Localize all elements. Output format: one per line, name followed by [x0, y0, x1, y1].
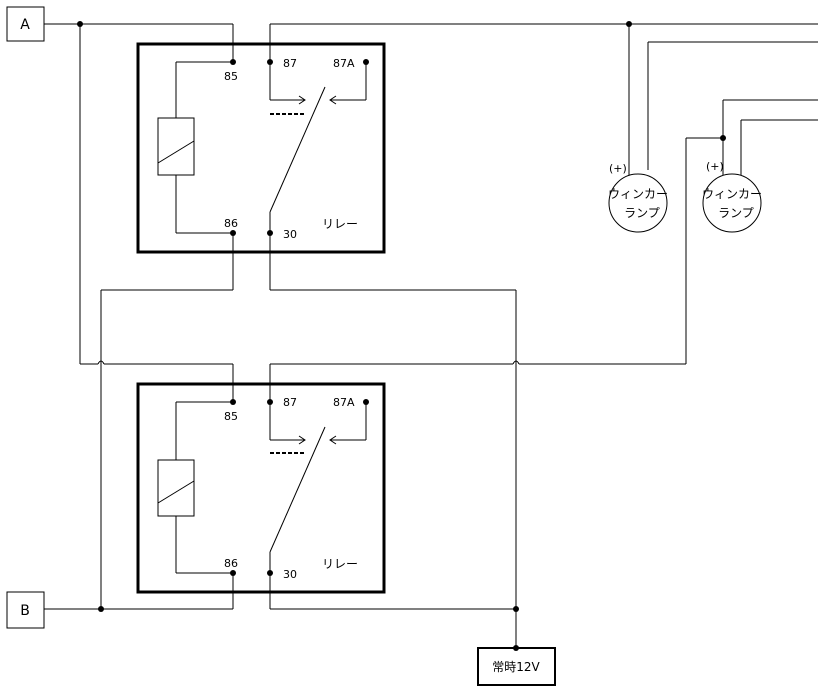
lamp-right-line1: ウィンカー	[702, 187, 762, 201]
power-terminal	[477, 647, 556, 686]
lamp-right	[702, 173, 762, 233]
lamp-right-polarity: (+)	[706, 160, 724, 173]
relay-bottom-pin85: 85	[224, 410, 238, 423]
power-label: 常時12V	[492, 660, 540, 674]
relay-top-pin85: 85	[224, 70, 238, 83]
relay-bottom-pin87a: 87A	[333, 396, 355, 409]
terminal-a	[6, 6, 45, 42]
terminal-b	[6, 591, 45, 629]
relay-top	[136, 42, 386, 254]
junction-dots	[77, 21, 726, 651]
relay-bottom-pin30: 30	[283, 568, 297, 581]
relay-top-pin30: 30	[283, 228, 297, 241]
relay-top-pin86: 86	[224, 217, 238, 230]
lamp-right-line2: ランプ	[718, 206, 754, 220]
lamp-left	[608, 173, 668, 233]
relay-bottom	[136, 382, 386, 594]
terminal-a-label: A	[20, 17, 30, 33]
relay-top-pin87: 87	[283, 57, 297, 70]
lamp-left-polarity: (+)	[609, 162, 627, 175]
relay-bottom-name: リレー	[322, 557, 358, 571]
terminal-b-label: B	[20, 603, 30, 619]
relay-top-pin87a: 87A	[333, 57, 355, 70]
relay-top-name: リレー	[322, 217, 358, 231]
relay-bottom-pin87: 87	[283, 396, 297, 409]
relay-bottom-pin86: 86	[224, 557, 238, 570]
lamp-left-line2: ランプ	[624, 206, 660, 220]
lamp-left-line1: ウィンカー	[608, 187, 668, 201]
